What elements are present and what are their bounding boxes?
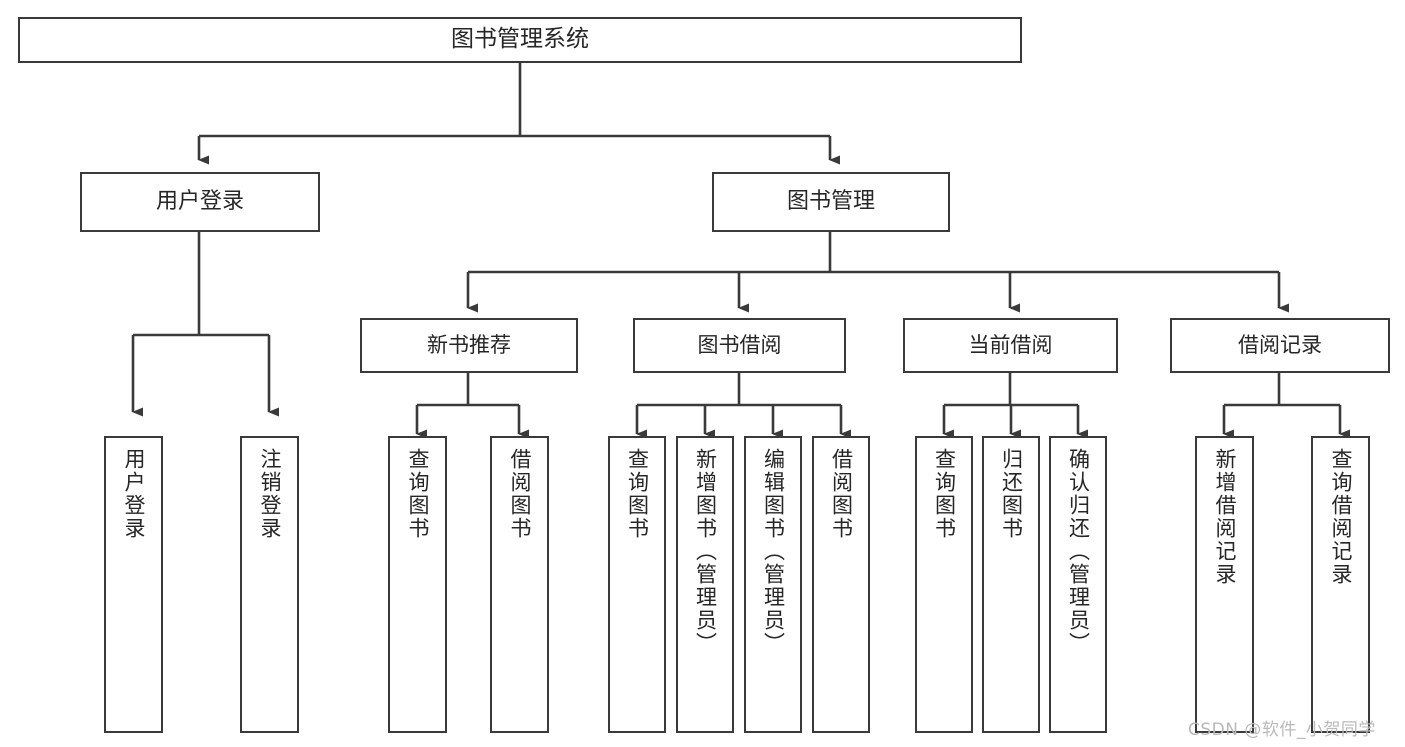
node-book-management[interactable]: 图书管理 [712, 172, 950, 232]
leaf-current-borrow-confirm[interactable]: 确认归还（管理员） [1049, 436, 1107, 733]
node-root-system[interactable]: 图书管理系统 [18, 17, 1022, 63]
node-label: 注销登录 [258, 448, 282, 540]
node-label: 用户登录 [122, 448, 146, 540]
node-label: 图书管理系统 [451, 26, 589, 53]
leaf-book-borrow-borrow[interactable]: 借阅图书 [812, 436, 870, 733]
node-book-borrow[interactable]: 图书借阅 [633, 318, 846, 373]
leaf-new-book-query[interactable]: 查询图书 [388, 436, 447, 733]
leaf-book-borrow-add[interactable]: 新增图书（管理员） [676, 436, 734, 733]
watermark-text: CSDN @软件_小贺同学 [1188, 720, 1376, 740]
leaf-user-login-login[interactable]: 用户登录 [104, 436, 163, 733]
node-current-borrow[interactable]: 当前借阅 [903, 318, 1118, 373]
node-borrow-record[interactable]: 借阅记录 [1170, 318, 1390, 373]
leaf-borrow-record-add[interactable]: 新增借阅记录 [1195, 436, 1254, 733]
node-label: 借阅图书 [829, 448, 854, 540]
leaf-book-borrow-query[interactable]: 查询图书 [608, 436, 666, 733]
node-label: 借阅图书 [508, 448, 532, 540]
node-label: 当前借阅 [968, 333, 1053, 358]
node-label: 确认归还（管理员） [1066, 448, 1091, 655]
leaf-current-borrow-return[interactable]: 归还图书 [982, 436, 1040, 733]
node-label: 借阅记录 [1238, 333, 1322, 358]
node-label: 图书借阅 [697, 333, 782, 358]
node-label: 用户登录 [155, 189, 244, 215]
node-label: 查询图书 [625, 448, 650, 540]
leaf-new-book-borrow[interactable]: 借阅图书 [490, 436, 549, 733]
leaf-book-borrow-edit[interactable]: 编辑图书（管理员） [744, 436, 802, 733]
leaf-current-borrow-query[interactable]: 查询图书 [915, 436, 973, 733]
node-label: 归还图书 [999, 448, 1024, 540]
leaf-user-login-logout[interactable]: 注销登录 [240, 436, 299, 733]
node-label: 编辑图书（管理员） [761, 448, 786, 655]
node-label: 查询借阅记录 [1329, 448, 1353, 586]
node-label: 查询图书 [406, 448, 430, 540]
node-label: 查询图书 [932, 448, 957, 540]
node-label: 新书推荐 [427, 333, 511, 358]
node-new-book-recommend[interactable]: 新书推荐 [360, 318, 578, 373]
node-label: 新增借阅记录 [1213, 448, 1237, 586]
node-label: 图书管理 [786, 189, 875, 215]
node-user-login[interactable]: 用户登录 [80, 172, 320, 232]
node-label: 新增图书（管理员） [693, 448, 718, 655]
leaf-borrow-record-query[interactable]: 查询借阅记录 [1311, 436, 1370, 733]
